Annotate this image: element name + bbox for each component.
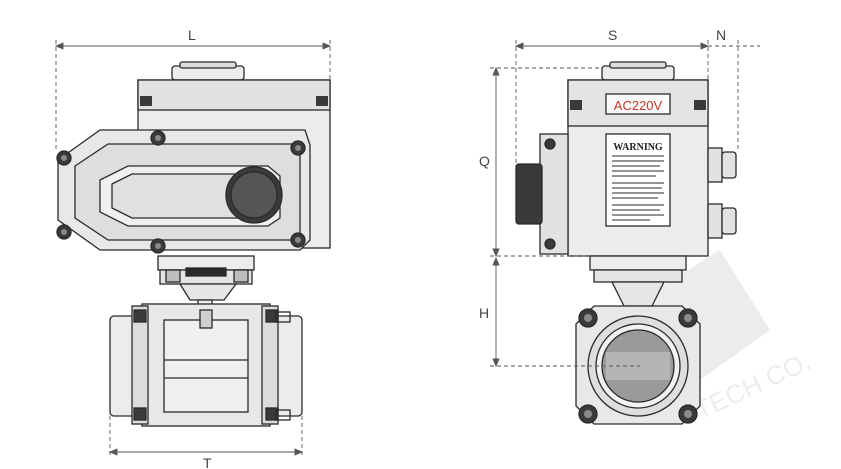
dim-L-label: L — [188, 27, 196, 43]
side-dimensions — [490, 40, 760, 368]
side-cover — [539, 133, 569, 255]
warning-text-lines — [612, 155, 664, 221]
front-dimensions — [54, 40, 332, 458]
cable-glands — [707, 147, 737, 239]
side-mount-bracket — [589, 255, 687, 271]
dim-S-label: S — [608, 27, 617, 43]
front-view — [56, 61, 331, 427]
voltage-plate — [605, 93, 671, 115]
warning-title: WARNING — [613, 142, 663, 153]
warning-label — [605, 133, 671, 227]
dim-Q-label: Q — [479, 153, 490, 169]
dim-H-label: H — [479, 305, 489, 321]
voltage-label: AC220V — [614, 98, 663, 113]
dim-N-label: N — [716, 27, 726, 43]
dim-T-label: T — [203, 455, 212, 469]
